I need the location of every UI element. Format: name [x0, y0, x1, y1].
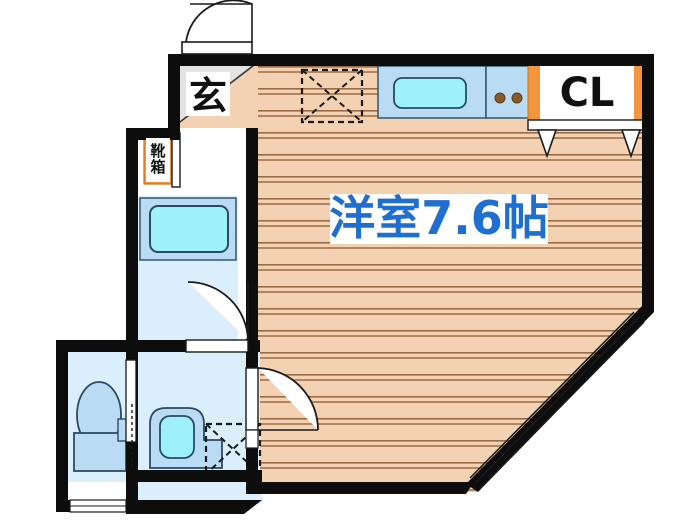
wall-toilet-left [56, 340, 68, 512]
bath-door-panel[interactable] [185, 339, 249, 353]
wall-top [168, 54, 654, 66]
main-room-floor [258, 62, 654, 492]
balcony-window[interactable] [469, 311, 645, 489]
toilet-window [69, 499, 127, 513]
wash-basin-group[interactable] [149, 407, 262, 476]
refrigerator-space [300, 68, 364, 124]
closet-door-left-indicator [536, 129, 558, 159]
wall-entry-left [168, 54, 180, 128]
closet-door-right-indicator [620, 129, 642, 159]
wall-main-lower-left [246, 470, 258, 494]
wall-bottom-main [256, 482, 474, 494]
labels: 洋室7.6帖 玄 [186, 72, 549, 245]
toilet-tank[interactable] [73, 432, 127, 472]
shoe-box-door[interactable] [171, 132, 181, 188]
entrance-label: 玄 [189, 74, 227, 118]
toilet-door-panel[interactable] [125, 359, 137, 443]
wall-corridor-bottom [126, 500, 262, 514]
closet-label: CL [560, 70, 615, 116]
shoe-box-label-vertical: 靴 箱 [146, 138, 170, 182]
wall-right [642, 54, 654, 312]
entrance-label-bg [186, 72, 230, 116]
wall-washroom-bottom [126, 470, 262, 482]
kitchen-sink-basin[interactable] [393, 77, 467, 109]
closet-group[interactable]: CL [527, 63, 647, 159]
wash-basin-bowl[interactable] [159, 415, 195, 459]
wall-toilet-top [56, 340, 134, 352]
main-room-opening [245, 429, 259, 449]
entrance-door-panel[interactable] [181, 41, 253, 55]
shoe-box-label-char-1: 靴 [150, 142, 166, 161]
wall-left-bath [126, 190, 138, 352]
washroom-door-arc [257, 367, 319, 431]
entrance-door-swing [190, 3, 253, 42]
wall-corridor-left [126, 470, 138, 514]
entrance-door-arc [185, 0, 253, 43]
wall-left-upper-cap [126, 128, 180, 140]
closet-door-track [527, 119, 647, 131]
bath-door-arc [187, 281, 249, 341]
shoe-box-label-char-2: 箱 [150, 158, 166, 176]
main-room-label-bg [330, 194, 548, 244]
closet-inner [540, 64, 634, 120]
bathtub[interactable] [149, 205, 229, 253]
bathtub-group[interactable] [139, 197, 237, 261]
wall-left-upper [126, 128, 138, 196]
stove-burner-left[interactable] [494, 92, 506, 104]
main-room-label: 洋室7.6帖 [329, 191, 549, 245]
toilet-group[interactable] [73, 381, 131, 472]
stove-burner-right[interactable] [511, 92, 523, 104]
openings [69, 0, 645, 513]
washroom-door-panel[interactable] [245, 367, 259, 431]
